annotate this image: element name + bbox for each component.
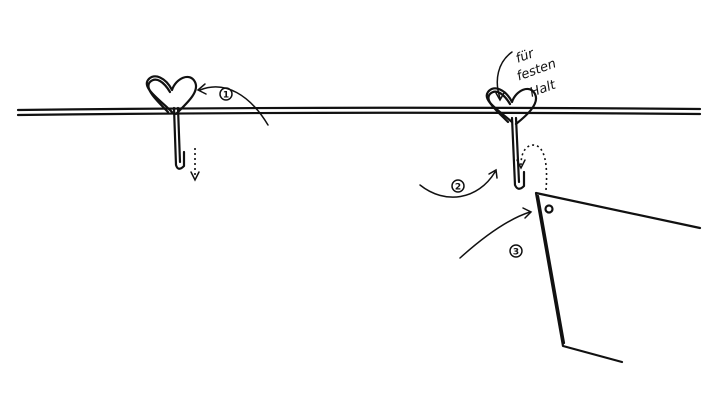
annotation-line-3: Halt xyxy=(528,77,559,100)
annotation-line-1: für xyxy=(514,46,538,67)
hanging-sign xyxy=(534,191,702,364)
step-number-3: 3 xyxy=(513,248,519,258)
step-2-arrow: 2 xyxy=(419,168,498,198)
dotted-return-arrow xyxy=(516,144,548,191)
rope xyxy=(16,106,702,117)
arrowhead-icon xyxy=(190,171,200,182)
sign-hole xyxy=(544,204,554,214)
step-3-arrow: 3 xyxy=(459,207,533,259)
heart-hook-left xyxy=(145,75,198,170)
step-number-2: 2 xyxy=(455,183,461,193)
step-1-arrow: 1 xyxy=(196,83,269,126)
heart-hook-right xyxy=(485,87,538,190)
step-number-1: 1 xyxy=(223,91,229,101)
